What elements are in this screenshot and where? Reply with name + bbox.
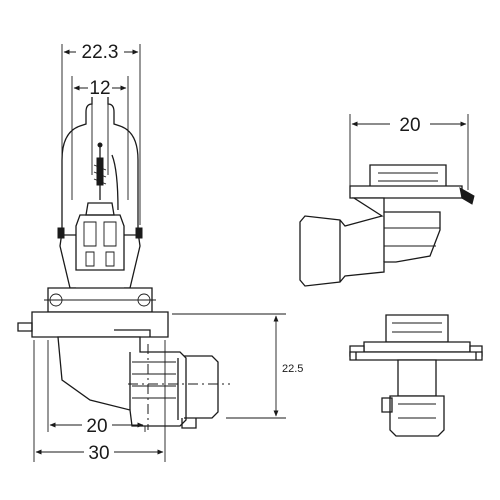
front-view-dimensions: 22.3 12 20 30 22.5 — [33, 41, 303, 464]
side-view-bulb-bottom — [349, 314, 483, 437]
front-view-bulb — [17, 81, 230, 430]
dimension-capsule-width: 12 — [89, 78, 110, 99]
dimension-base-height: 22.5 — [282, 363, 303, 375]
side-view-bulb — [299, 114, 475, 287]
dimension-base-width-inner: 20 — [86, 416, 107, 437]
dimension-base-width-outer: 30 — [88, 443, 109, 464]
base-plate — [31, 311, 169, 338]
dimension-side-view-width: 20 — [399, 115, 420, 136]
connector-body — [57, 336, 187, 427]
side-view-dimension: 20 — [351, 115, 467, 136]
lamp-mount — [75, 214, 125, 271]
filament — [93, 142, 107, 186]
dimension-overall-glass-width: 22.3 — [82, 42, 119, 63]
